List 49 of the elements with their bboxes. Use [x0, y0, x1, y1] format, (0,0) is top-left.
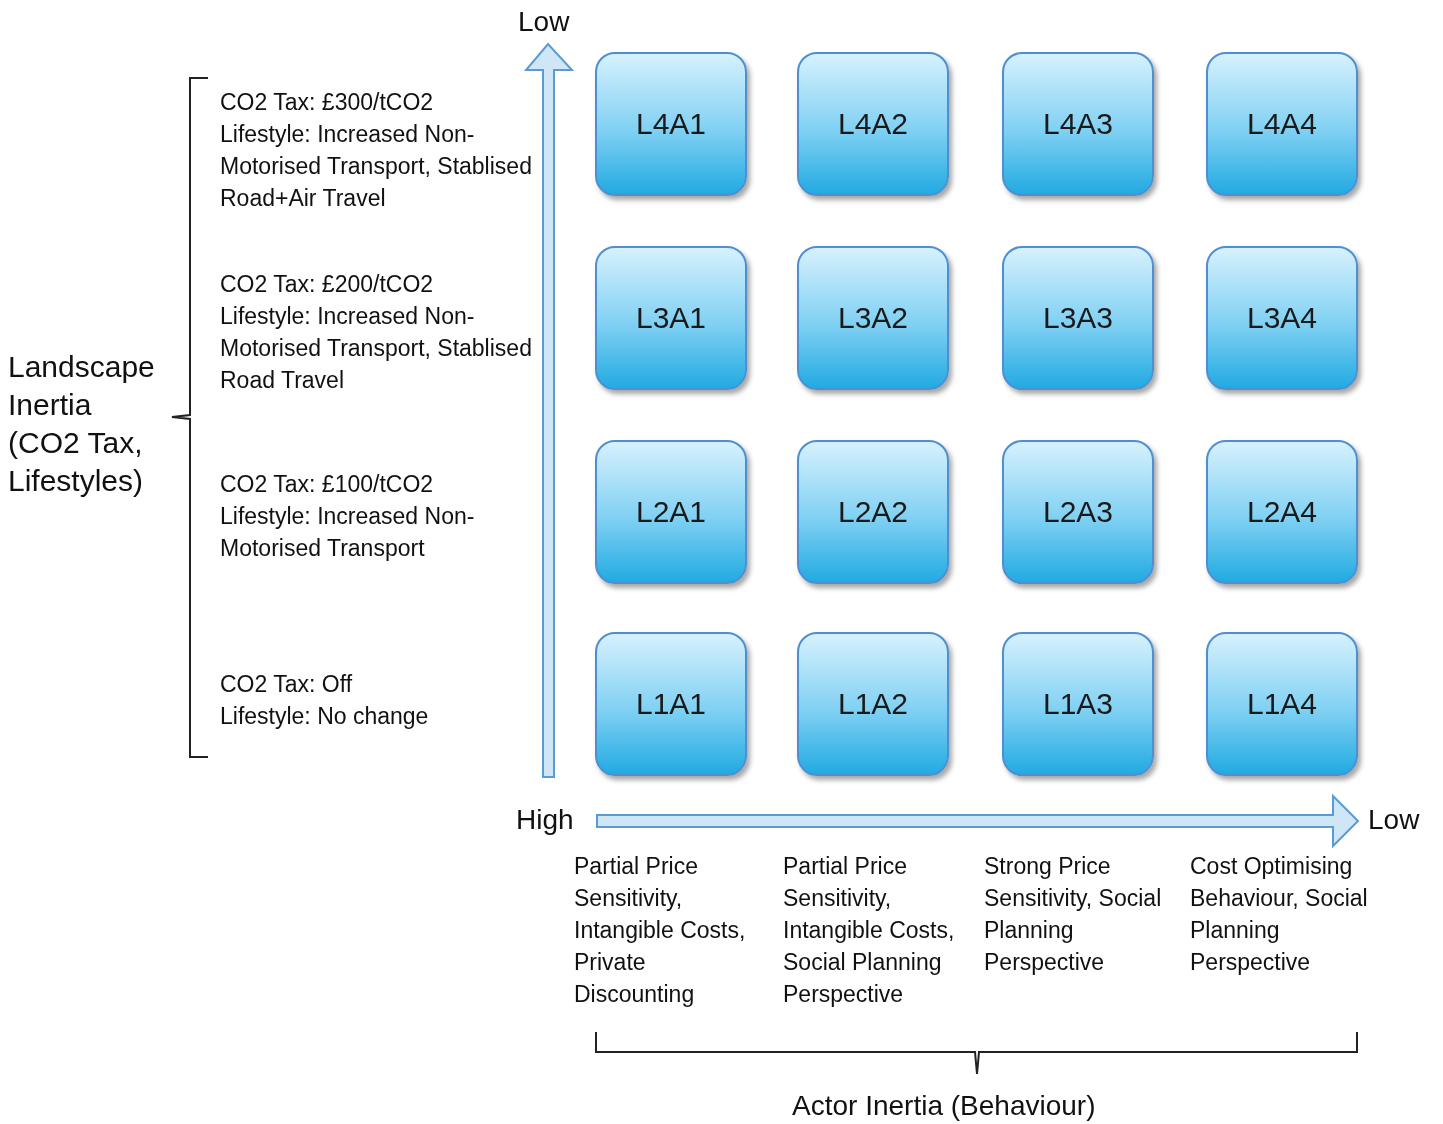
box-label: L1A4 [1246, 687, 1318, 721]
scenario-box [797, 246, 949, 390]
box-label: L4A2 [837, 107, 909, 141]
scenario-box [1206, 440, 1358, 584]
row-description: CO2 Tax: £200/tCO2 [220, 270, 434, 299]
scenario-box [595, 632, 747, 776]
scenario-box [1206, 246, 1358, 390]
scenario-box [1206, 52, 1358, 196]
column-description: Cost Optimising Behaviour, Social Planning Perspective [1190, 852, 1369, 977]
row-description: Lifestyle: Increased Non-Motorised Transport, Stablised Road Travel [220, 302, 533, 395]
scenario-box [797, 632, 949, 776]
box-label: L3A1 [635, 301, 707, 335]
axis-label: Low [1368, 803, 1420, 837]
row-description: Lifestyle: Increased Non-Motorised Transport [220, 502, 476, 563]
row-description: Lifestyle: No change [220, 702, 429, 731]
box-label: L2A1 [635, 495, 707, 529]
box-label: L1A3 [1042, 687, 1114, 721]
axis-label: High [516, 803, 574, 837]
box-label: L3A2 [837, 301, 909, 335]
scenario-box [595, 246, 747, 390]
column-description: Partial Price Sensitivity, Intangible Costs, Social Planning Perspective [783, 852, 956, 1009]
column-description: Strong Price Sensitivity, Social Planning Perspective [984, 852, 1163, 977]
scenario-box [1002, 440, 1154, 584]
row-description: CO2 Tax: £100/tCO2 [220, 470, 434, 499]
box-label: L3A3 [1042, 301, 1114, 335]
column-description: Partial Price Sensitivity, Intangible Costs, Private Discounting [574, 852, 747, 1009]
box-label: L2A3 [1042, 495, 1114, 529]
axis-title: Actor Inertia (Behaviour) [792, 1089, 1096, 1123]
axis-label: Low [518, 5, 570, 39]
row-description: CO2 Tax: Off [220, 670, 353, 699]
scenario-box [1002, 632, 1154, 776]
box-label: L2A4 [1246, 495, 1318, 529]
box-label: L4A3 [1042, 107, 1114, 141]
box-label: L3A4 [1246, 301, 1318, 335]
box-label: L1A1 [635, 687, 707, 721]
axis-title: Landscape Inertia (CO2 Tax, Lifestyles) [8, 349, 156, 499]
box-label: L2A2 [837, 495, 909, 529]
scenario-box [1206, 632, 1358, 776]
scenario-box [797, 440, 949, 584]
box-label: L4A1 [635, 107, 707, 141]
scenario-box [595, 440, 747, 584]
scenario-box [797, 52, 949, 196]
scenario-box [595, 52, 747, 196]
scenario-box [1002, 246, 1154, 390]
box-label: L1A2 [837, 687, 909, 721]
box-label: L4A4 [1246, 107, 1318, 141]
scenario-box [1002, 52, 1154, 196]
row-description: CO2 Tax: £300/tCO2 [220, 88, 434, 117]
row-description: Lifestyle: Increased Non-Motorised Transport, Stablised Road+Air Travel [220, 120, 533, 213]
